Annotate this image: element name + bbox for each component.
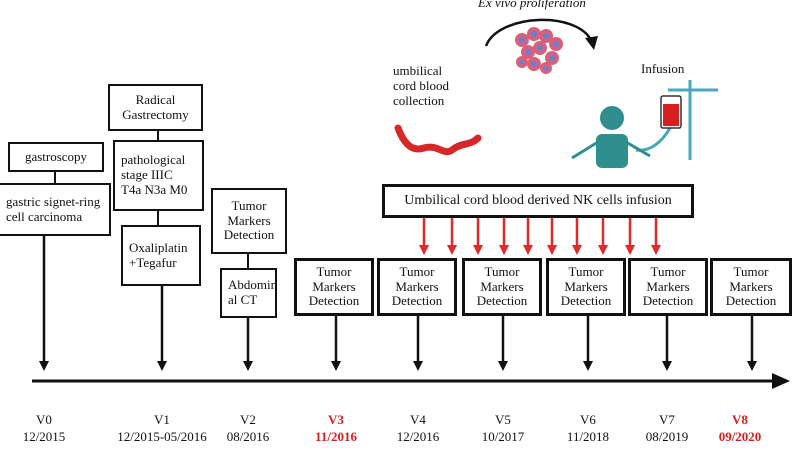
abdominal-ct-box: Abdomin al CT xyxy=(220,268,277,318)
ex-vivo-label: Ex vivo proliferation xyxy=(478,0,586,10)
nk-infusion-box: Umbilical cord blood derived NK cells in… xyxy=(382,184,694,218)
gastroscopy-box: gastroscopy xyxy=(8,142,104,172)
tumor-markers-v4-box: Tumor Markers Detection xyxy=(377,258,457,316)
timeline-axis xyxy=(32,373,790,389)
infusion-label: Infusion xyxy=(641,61,685,76)
cord-blood-label: umbilical cord blood collection xyxy=(393,63,449,108)
gastrectomy-box: Radical Gastrectomy xyxy=(108,84,203,131)
blood-bag-icon xyxy=(660,95,682,129)
carcinoma-box: gastric signet-ring cell carcinoma xyxy=(0,183,111,236)
chemotherapy-box: Oxaliplatin +Tegafur xyxy=(121,225,201,286)
patient-icon xyxy=(571,106,651,168)
tumor-markers-v8-box: Tumor Markers Detection xyxy=(710,258,792,316)
tumor-markers-v2-box: Tumor Markers Detection xyxy=(211,188,287,254)
proliferation-curve-icon xyxy=(484,18,598,50)
diagram-graphics xyxy=(32,18,790,389)
tumor-markers-v7-box: Tumor Markers Detection xyxy=(628,258,708,316)
visit-arrows xyxy=(39,236,757,371)
tumor-markers-v3-box: Tumor Markers Detection xyxy=(294,258,374,316)
tumor-markers-v5-box: Tumor Markers Detection xyxy=(462,258,542,316)
cell-cluster-icon xyxy=(515,27,563,74)
umbilical-cord-icon xyxy=(394,124,482,156)
infusion-arrows xyxy=(419,218,661,255)
pathological-stage-box: pathological stage IIIC T4a N3a M0 xyxy=(113,140,204,211)
tumor-markers-v6-box: Tumor Markers Detection xyxy=(546,258,626,316)
box-connectors xyxy=(54,131,249,268)
